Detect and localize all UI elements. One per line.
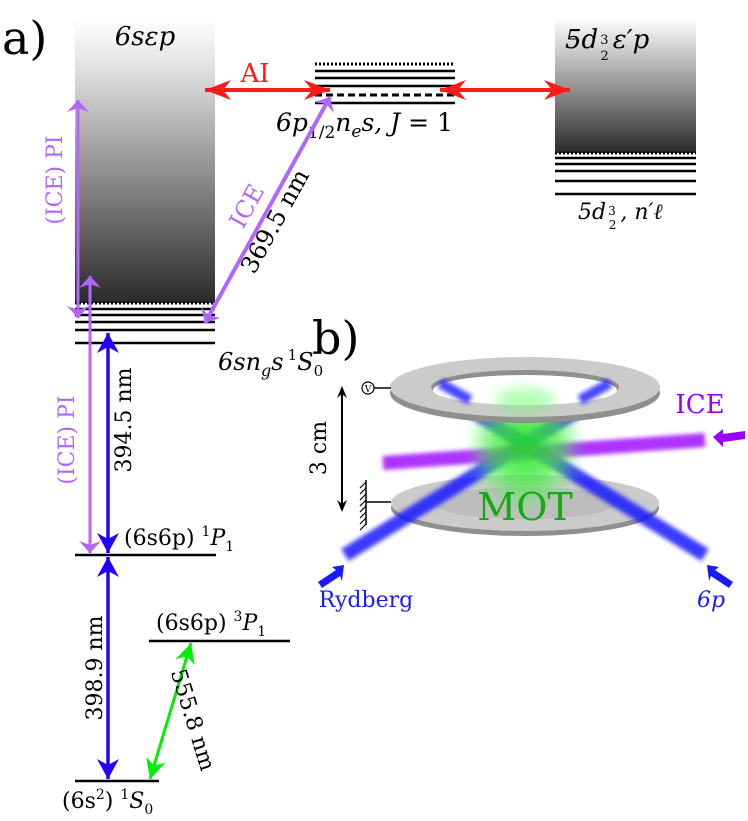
- mot-glow-top: [495, 388, 555, 412]
- scale-arrowhead-up: [337, 386, 347, 398]
- ice-transition: ICE 369.5 nm: [201, 96, 334, 324]
- intercombination-arrow: [146, 642, 195, 780]
- 6p-beam-direction-icon: [707, 565, 733, 588]
- first-step-excitation: 398.9 nm: [83, 557, 119, 779]
- level-6p12-nes: 6p1/2nes, J = 1: [276, 62, 455, 143]
- panel-a-label: a): [2, 11, 47, 65]
- continuum-6sep: 6sεp: [75, 18, 215, 345]
- beam-segment: [577, 378, 613, 405]
- scale-arrowhead-down: [337, 500, 347, 512]
- ice-arrow: [201, 96, 334, 324]
- scale-bar: 3 cm: [307, 386, 347, 512]
- continuum-6sep-label: 6sεp: [115, 22, 176, 52]
- rydberg-excitation: 394.5 nm: [97, 333, 137, 553]
- rydberg-excitation-label: 394.5 nm: [112, 367, 137, 472]
- intercombination-label: 555.8 nm: [165, 666, 220, 774]
- panel-b-label: b): [312, 311, 359, 365]
- rydberg-beam-label: Rydberg: [319, 588, 413, 613]
- 6p-beam-label: 6p: [697, 588, 725, 613]
- beam-segment: [437, 378, 473, 405]
- ai-label: AI: [239, 59, 269, 89]
- continuum-6sep-gradient: [75, 18, 215, 303]
- ice-pi-lower-label: (ICE) PI: [55, 395, 80, 484]
- ground-hatch: [359, 481, 367, 531]
- ice-pi-upper-label: (ICE) PI: [43, 135, 68, 224]
- scale-label: 3 cm: [307, 421, 332, 475]
- intercombination-transition: 555.8 nm: [146, 642, 220, 780]
- intermediate-level-label: 6p1/2nes, J = 1: [276, 108, 453, 143]
- mot-label: MOT: [477, 485, 572, 529]
- first-step-label: 398.9 nm: [83, 615, 108, 720]
- level-6s6p-1p1-label: (6s6p) 1P1: [124, 524, 234, 555]
- panel-b: b) V: [307, 311, 745, 613]
- beams-through-hole: [437, 378, 613, 405]
- voltage-symbol: V: [364, 385, 372, 395]
- ice-beam-label: ICE: [675, 390, 724, 420]
- continuum-5d32ep-gradient: [555, 18, 696, 153]
- level-ground-label: (6s2) 1S0: [62, 787, 153, 818]
- rydberg-beam-direction-icon: [318, 565, 344, 588]
- ai-transition: AI: [205, 59, 570, 100]
- level-6s6p-3p1-label: (6s6p) 3P1: [156, 609, 266, 640]
- ground-icon: [359, 480, 391, 531]
- ice-pi-upper: (ICE) PI: [43, 100, 89, 318]
- ice-beam-direction-icon: [713, 429, 745, 447]
- ice-pi-lower: (ICE) PI: [55, 276, 101, 553]
